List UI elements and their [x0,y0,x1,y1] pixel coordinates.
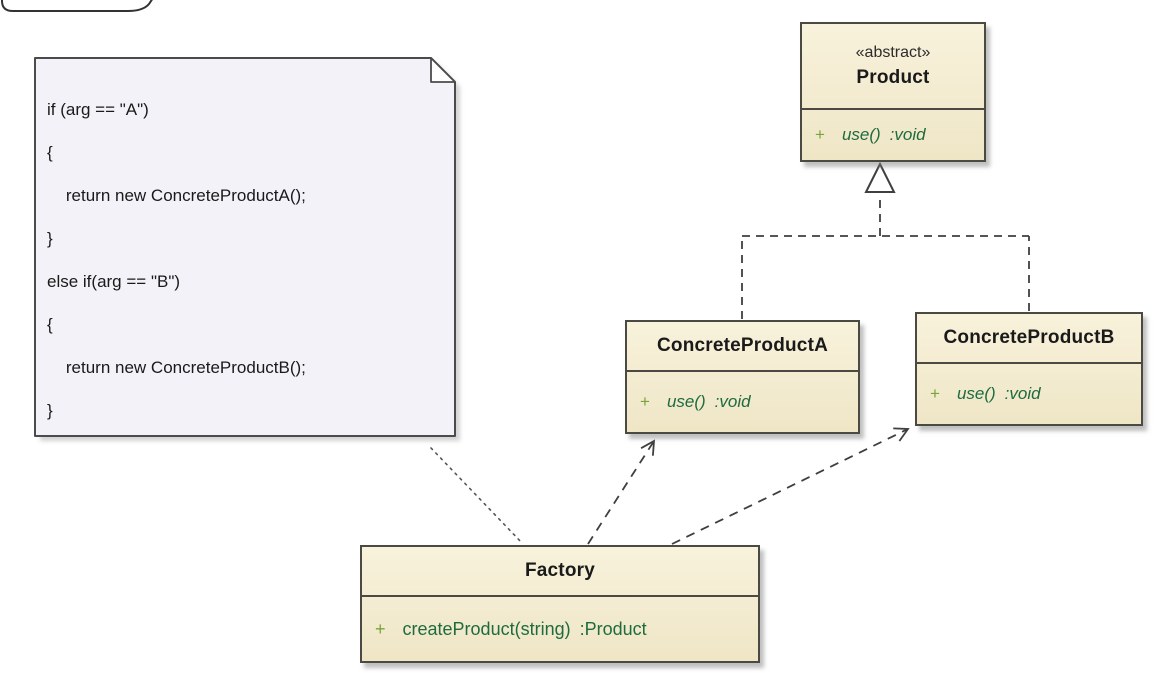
method-return-type: :void [1004,384,1041,403]
code-note: if (arg == "A") { return new ConcretePro… [47,88,447,432]
class-product-stereotype: «abstract» [855,43,931,61]
note-anchor-line [430,447,524,545]
class-product: «abstract» Product + use() :void [800,22,986,162]
method-visibility: + [640,392,650,411]
class-concrete-product-b-name: ConcreteProductB [943,327,1115,348]
method-signature: use() [956,384,996,403]
dependency-arrow-to-a [587,439,656,545]
method-signature: use() [666,392,706,411]
class-concrete-product-b-methods: + use() :void [917,364,1141,424]
method-visibility: + [815,125,825,144]
method-use-b: + use() :void [917,384,1041,404]
method-use-a: + use() :void [627,392,751,412]
note-shape [34,57,456,437]
method-visibility: + [375,618,386,639]
frame-tab [0,0,153,12]
method-create-product: + createProduct(string) :Product [362,619,647,640]
note-line: } [47,401,53,420]
method-return-type: :Product [579,618,647,639]
method-return-type: :void [714,392,751,411]
class-concrete-product-a-header: ConcreteProductA [627,322,858,372]
class-concrete-product-a: ConcreteProductA + use() :void [625,320,860,434]
generalization-triangle-icon [864,161,896,193]
note-line: { [47,315,53,334]
note-line: else if(arg == "B") [47,272,181,291]
dependency-arrow-to-b [671,427,910,545]
note-fold-corner [430,57,456,83]
class-factory: Factory + createProduct(string) :Product [360,545,760,663]
class-factory-header: Factory [362,547,758,597]
method-signature: createProduct(string) [402,618,571,639]
class-factory-name: Factory [524,560,596,581]
class-product-methods: + use() :void [802,110,984,160]
method-use-product: + use() :void [802,125,926,145]
note-line: return new ConcreteProductA(); [47,186,306,205]
class-concrete-product-b: ConcreteProductB + use() :void [915,312,1143,426]
method-visibility: + [930,384,940,403]
class-factory-methods: + createProduct(string) :Product [362,597,758,661]
method-return-type: :void [889,125,926,144]
class-concrete-product-a-name: ConcreteProductA [656,335,829,356]
class-concrete-product-b-header: ConcreteProductB [917,314,1141,364]
note-line: return new ConcreteProductB(); [47,358,306,377]
note-line: } [47,229,53,248]
method-signature: use() [841,125,881,144]
note-line: { [47,143,53,162]
class-product-name: Product [856,66,930,88]
class-product-header: «abstract» Product [802,24,984,110]
note-line: if (arg == "A") [47,100,149,119]
class-concrete-product-a-methods: + use() :void [627,372,858,432]
